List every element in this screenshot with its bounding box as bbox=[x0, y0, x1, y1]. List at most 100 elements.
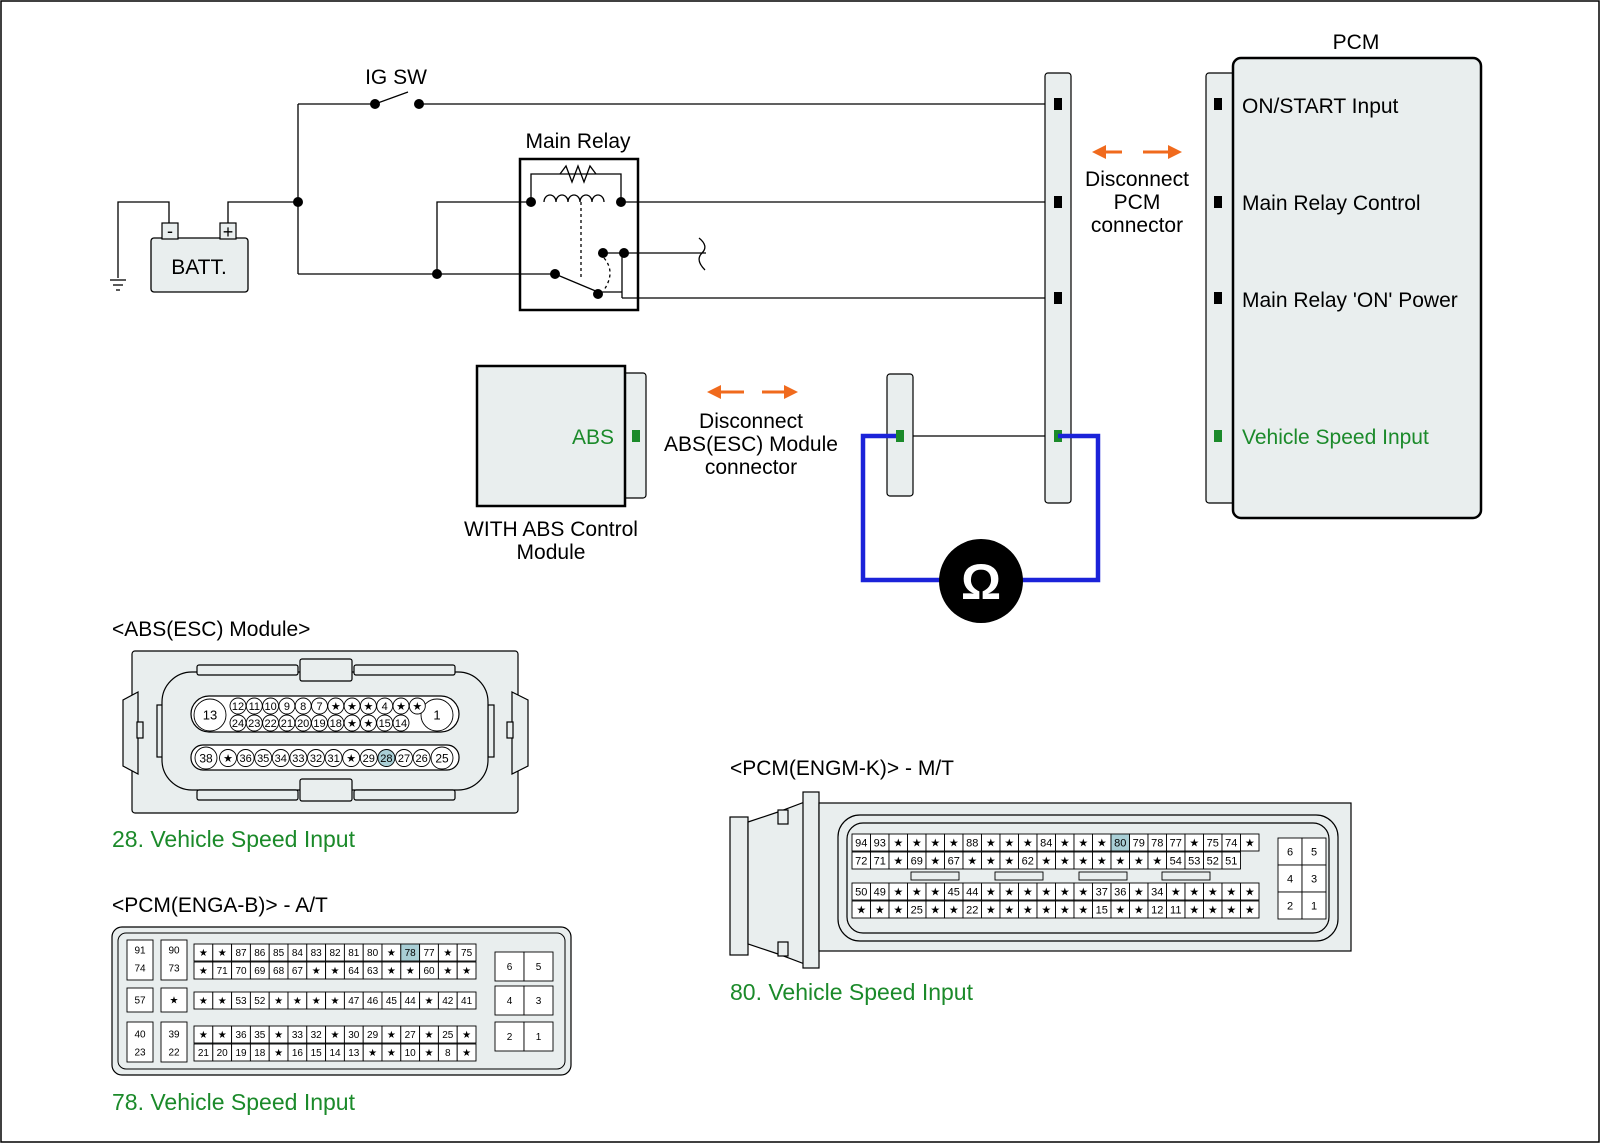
pcm-at-connector-inner bbox=[117, 932, 566, 1070]
pin-number: 50 bbox=[855, 886, 867, 898]
pin-number: 34 bbox=[275, 753, 287, 765]
pin-number: 36 bbox=[1114, 886, 1126, 898]
pin-number: 33 bbox=[292, 1030, 304, 1041]
pin-number: ★ bbox=[1134, 855, 1144, 867]
pin-cell bbox=[456, 943, 477, 962]
pin-number: ★ bbox=[912, 837, 922, 849]
pin-number: ★ bbox=[443, 966, 452, 977]
pin-number: ★ bbox=[1004, 886, 1014, 898]
pin-number: 38 bbox=[199, 751, 213, 765]
disconnect-pcm-label: connector bbox=[1091, 214, 1183, 237]
circuit-wires bbox=[110, 91, 1058, 437]
pin-number: ★ bbox=[1004, 855, 1014, 867]
pin-number: ★ bbox=[462, 1048, 471, 1059]
polarity-key bbox=[994, 871, 1044, 881]
pin-number: 14 bbox=[329, 1048, 341, 1059]
pin-number: 60 bbox=[423, 966, 435, 977]
pin-number: 77 bbox=[1170, 837, 1182, 849]
pin-number: ★ bbox=[443, 948, 452, 959]
pin-number: 53 bbox=[235, 996, 247, 1007]
ohm-symbol: Ω bbox=[961, 554, 1001, 610]
pin-number: 36 bbox=[239, 753, 251, 765]
pin-number: ★ bbox=[912, 886, 922, 898]
pin-number: ★ bbox=[1208, 904, 1218, 916]
pin-number: ★ bbox=[170, 996, 179, 1007]
ohmmeter-icon bbox=[939, 539, 1023, 623]
pin-number: 54 bbox=[1170, 855, 1182, 867]
pin-number: 15 bbox=[1096, 904, 1108, 916]
pin-number: 22 bbox=[966, 904, 978, 916]
pcm-harness-connector bbox=[1044, 72, 1072, 504]
pin-number: ★ bbox=[1041, 855, 1051, 867]
pin-number: ★ bbox=[967, 855, 977, 867]
pin-number: 23 bbox=[134, 1048, 146, 1059]
pin-number: 7 bbox=[316, 701, 322, 713]
disconnect-abs-label: connector bbox=[705, 456, 797, 479]
pin-number: 52 bbox=[254, 996, 266, 1007]
pin-number: 9 bbox=[284, 701, 290, 713]
pin-number: 86 bbox=[254, 948, 266, 959]
pin-number: 30 bbox=[348, 1030, 360, 1041]
pin-number: 44 bbox=[966, 886, 978, 898]
pin-number: 46 bbox=[367, 996, 379, 1007]
pin-number: 12 bbox=[1151, 904, 1163, 916]
pin-number: ★ bbox=[893, 837, 903, 849]
disconnect-pcm-label: PCM bbox=[1114, 191, 1161, 214]
pin-number: ★ bbox=[1004, 837, 1014, 849]
pin-cell bbox=[494, 985, 525, 1016]
pin-number: 53 bbox=[1188, 855, 1200, 867]
pin-number: ★ bbox=[1023, 904, 1033, 916]
pin-number: 6 bbox=[507, 962, 513, 973]
pin-cell bbox=[395, 749, 413, 767]
pin-cell bbox=[307, 749, 325, 767]
pcm-title: PCM bbox=[1333, 31, 1380, 54]
pin-number: 26 bbox=[415, 753, 427, 765]
pin-number: ★ bbox=[1023, 837, 1033, 849]
pin-number: ★ bbox=[1134, 904, 1144, 916]
pin-number: 32 bbox=[310, 753, 322, 765]
pin-group bbox=[126, 939, 154, 981]
pin-number: 19 bbox=[313, 718, 325, 730]
pin-number: 71 bbox=[217, 966, 229, 977]
pin-number: 35 bbox=[257, 753, 269, 765]
pin-number: ★ bbox=[199, 966, 208, 977]
pin-cell bbox=[523, 985, 554, 1016]
pin-number: 25 bbox=[911, 904, 923, 916]
pin-number: 84 bbox=[1040, 837, 1052, 849]
pin-number: ★ bbox=[949, 904, 959, 916]
pin-number: 72 bbox=[855, 855, 867, 867]
pin-number: 27 bbox=[405, 1030, 417, 1041]
pin-number: ★ bbox=[1078, 886, 1088, 898]
pin-number: 80 bbox=[367, 948, 379, 959]
pin-number: 34 bbox=[1151, 886, 1163, 898]
pin-number: 36 bbox=[235, 1030, 247, 1041]
pin-number: 16 bbox=[292, 1048, 304, 1059]
pin-number: 74 bbox=[1225, 837, 1237, 849]
pin-cell bbox=[1277, 837, 1303, 866]
pin-number: ★ bbox=[406, 966, 415, 977]
pin-number: ★ bbox=[1078, 837, 1088, 849]
pin-number: ★ bbox=[986, 886, 996, 898]
pin-number: ★ bbox=[930, 904, 940, 916]
pin-cell bbox=[377, 749, 396, 767]
pin-number: 8 bbox=[445, 1048, 451, 1059]
pin-number: 47 bbox=[348, 996, 360, 1007]
pin-number: 78 bbox=[1151, 837, 1163, 849]
pin-number: ★ bbox=[893, 855, 903, 867]
pin-number: 4 bbox=[507, 996, 513, 1007]
pin-number: 82 bbox=[329, 948, 341, 959]
pin-number: 67 bbox=[948, 855, 960, 867]
pin-number: 69 bbox=[911, 855, 923, 867]
pin-number: ★ bbox=[930, 855, 940, 867]
pin-group bbox=[160, 987, 188, 1013]
pin-number: 88 bbox=[966, 837, 978, 849]
pin-number: 80 bbox=[1114, 837, 1126, 849]
pin-number: 64 bbox=[348, 966, 360, 977]
abs-label: ABS bbox=[572, 426, 614, 449]
pin-number: ★ bbox=[1060, 904, 1070, 916]
pin-number: ★ bbox=[1245, 886, 1255, 898]
pcm-pin-label: ON/START Input bbox=[1242, 95, 1399, 118]
pin-number: ★ bbox=[1115, 904, 1125, 916]
